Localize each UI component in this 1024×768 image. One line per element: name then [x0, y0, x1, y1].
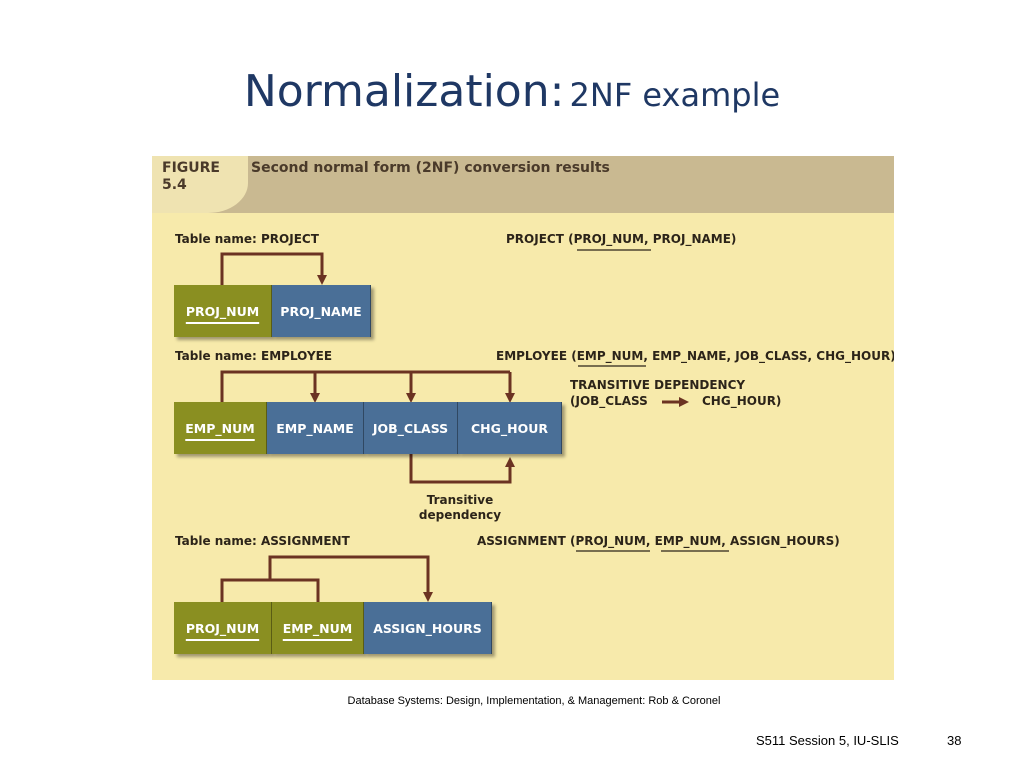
transitive-dependency-arrow: [409, 454, 515, 484]
transitive-dependency-note: Transitive dependency: [410, 493, 510, 523]
assignment-column-proj-num-label: PROJ_NUM: [185, 620, 260, 636]
slide-title-sub: 2NF example: [569, 76, 781, 114]
employee-dependency-bar: [220, 370, 510, 404]
assignment-column-assign-hours: ASSIGN_HOURS: [364, 602, 492, 654]
figure-number-tab: FIGURE 5.4: [152, 156, 248, 213]
project-column-proj-name: PROJ_NAME: [272, 285, 371, 337]
transitive-dependency-title: TRANSITIVE DEPENDENCY: [570, 378, 746, 392]
project-dependency-arrow: [220, 252, 327, 287]
assignment-schema-key-1: PROJ_NUM: [575, 534, 646, 548]
employee-column-emp-num: EMP_NUM: [174, 402, 267, 454]
footer-session: S511 Session 5, IU-SLIS: [756, 733, 899, 748]
employee-column-emp-num-label: EMP_NUM: [185, 420, 255, 436]
employee-schema-key: EMP_NUM: [576, 349, 644, 363]
employee-table-label: Table name: EMPLOYEE: [175, 349, 333, 363]
figure-caption: Second normal form (2NF) conversion resu…: [251, 160, 610, 176]
assignment-dependency-top: [268, 555, 433, 602]
transitive-dependency-from: (JOB_CLASS: [570, 394, 648, 408]
figure-number-line2: 5.4: [162, 177, 187, 193]
employee-schema: EMPLOYEE (EMP_NUM, EMP_NAME, JOB_CLASS, …: [496, 349, 894, 363]
figure-number-line1: FIGURE: [162, 160, 220, 176]
transitive-note-line2: dependency: [418, 508, 502, 522]
assignment-schema-name: ASSIGNMENT: [477, 534, 566, 548]
page-number: 38: [947, 733, 962, 748]
source-citation: Database Systems: Design, Implementation…: [347, 695, 721, 707]
assignment-schema-rest: , ASSIGN_HOURS): [721, 534, 840, 548]
project-schema-rest: , PROJ_NAME): [644, 232, 737, 246]
transitive-dependency-to: CHG_HOUR): [702, 394, 782, 408]
assignment-table-label: Table name: ASSIGNMENT: [175, 534, 350, 548]
project-schema-key: PROJ_NUM: [573, 232, 644, 246]
assignment-schema-key-2: EMP_NUM: [654, 534, 722, 548]
figure-panel: FIGURE 5.4 Second normal form (2NF) conv…: [152, 156, 894, 680]
assignment-column-emp-num-label: EMP_NUM: [282, 620, 353, 636]
project-schema: PROJECT (PROJ_NUM, PROJ_NAME): [506, 232, 737, 246]
figure-header-band: [152, 156, 894, 213]
employee-column-chg-hour: CHG_HOUR: [458, 402, 562, 454]
slide-title-main: Normalization:: [243, 66, 565, 117]
assignment-schema: ASSIGNMENT (PROJ_NUM, EMP_NUM, ASSIGN_HO…: [477, 534, 840, 548]
project-schema-name: PROJECT: [506, 232, 564, 246]
employee-column-job-class: JOB_CLASS: [364, 402, 458, 454]
project-table-label: Table name: PROJECT: [175, 232, 319, 246]
dependency-arrows: [220, 249, 729, 604]
employee-column-emp-name: EMP_NAME: [267, 402, 364, 454]
assignment-column-proj-num: PROJ_NUM: [174, 602, 272, 654]
transitive-note-line1: Transitive: [426, 493, 494, 507]
employee-schema-rest: , EMP_NAME, JOB_CLASS, CHG_HOUR): [643, 349, 894, 363]
assignment-dependency-left: [220, 578, 320, 604]
figure-number: FIGURE 5.4: [162, 160, 242, 194]
employee-schema-name: EMPLOYEE: [496, 349, 568, 363]
project-column-proj-num-label: PROJ_NUM: [185, 303, 260, 319]
assignment-column-emp-num: EMP_NUM: [272, 602, 364, 654]
slide-title: Normalization: 2NF example: [0, 66, 1024, 117]
project-column-proj-num: PROJ_NUM: [174, 285, 272, 337]
